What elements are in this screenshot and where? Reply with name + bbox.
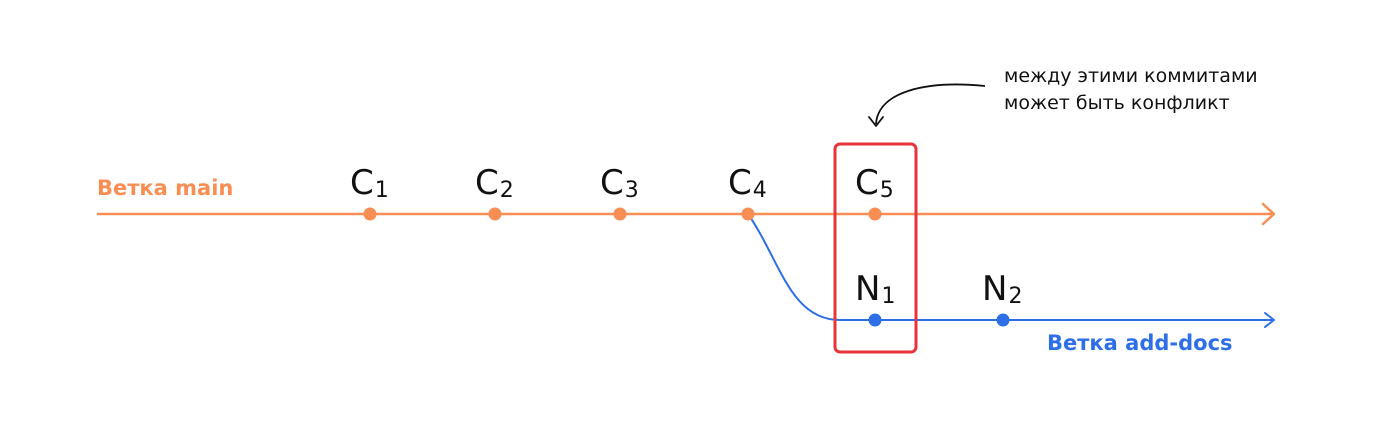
annotation-arrowhead (868, 116, 884, 127)
commit-label-c2: C2 (475, 163, 514, 204)
main-branch-arrowhead (1261, 202, 1276, 226)
feature-branch-arrowhead (1264, 312, 1275, 328)
commit-label-n2: N2 (982, 269, 1023, 310)
commit-dot-c1 (363, 207, 377, 221)
commit-dot-n1 (868, 313, 882, 327)
conflict-annotation-line-1: между этими коммитами (1004, 65, 1258, 87)
main-branch-label: Ветка main (97, 176, 234, 200)
commit-dot-c5 (868, 207, 882, 221)
commit-label-c4: C4 (728, 163, 767, 204)
commit-label-c5: C5 (855, 163, 894, 204)
commit-label-c1: C1 (350, 163, 389, 204)
commit-dot-c4 (741, 207, 755, 221)
commit-dot-c2 (488, 207, 502, 221)
feature-branch-line (747, 213, 1272, 321)
feature-branch-label: Ветка add-docs (1047, 331, 1233, 355)
commit-dot-n2 (996, 313, 1010, 327)
conflict-annotation: между этими коммитами может быть конфлик… (1004, 63, 1258, 117)
commit-label-n1: N1 (855, 269, 896, 310)
commit-dot-c3 (613, 207, 627, 221)
conflict-annotation-line-2: может быть конфликт (1004, 92, 1230, 114)
commit-label-c3: C3 (600, 163, 639, 204)
conflict-highlight-box (833, 142, 918, 354)
annotation-arrow (875, 83, 986, 125)
